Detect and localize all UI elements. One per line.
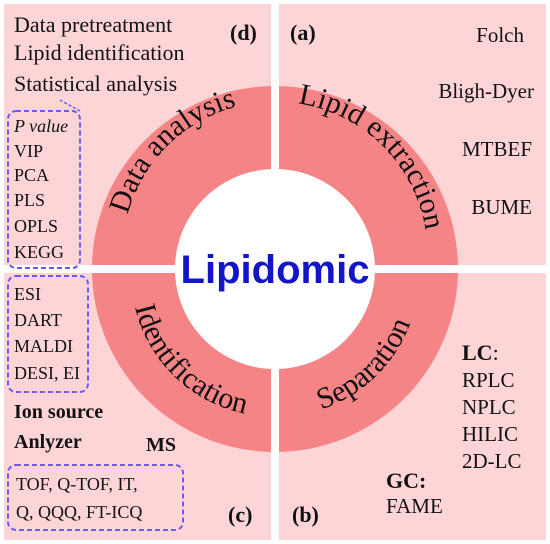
statistics-methods-box [7, 110, 81, 269]
lc-heading: LC: [462, 340, 499, 365]
method-bligh-dyer: Bligh-Dyer [438, 79, 534, 103]
analyzer-line-2: Q, QQQ, FT-ICQ [16, 502, 142, 522]
quadrant-b-tag: (b) [292, 502, 319, 527]
analyzer-box [7, 464, 184, 531]
method-opls: OPLS [14, 216, 58, 236]
ion-esi: ESI [14, 284, 41, 304]
center-title: Lipidomic [181, 248, 370, 292]
ion-source-list: ESI DART MALDI DESI, EI [14, 284, 80, 383]
ion-desi-ei: DESI, EI [14, 363, 80, 383]
ion-source-box [7, 275, 89, 393]
method-vip: VIP [14, 141, 43, 161]
analyzer-label: Anlyzer [14, 431, 82, 453]
lc-hilic: HILIC [462, 422, 518, 446]
method-mtbef: MTBEF [462, 137, 532, 161]
statistical-analysis-text: Statistical analysis [14, 71, 177, 96]
ion-maldi: MALDI [14, 336, 73, 356]
ring-divider-horizontal [90, 265, 460, 273]
statistics-methods-list: P value VIP PCA PLS OPLS KEGG [13, 116, 73, 262]
lipid-identification-text: Lipid identification [14, 40, 184, 65]
quadrant-d-tag: (d) [230, 20, 257, 45]
analyzer-line-1: TOF, Q-TOF, IT, [16, 474, 138, 494]
statistics-connector-line [59, 99, 81, 112]
gc-label: GC: [386, 468, 426, 493]
method-bume: BUME [471, 195, 532, 219]
lc-methods-list: RPLC NPLC HILIC 2D-LC [462, 368, 523, 473]
analyzer-list: TOF, Q-TOF, IT, Q, QQQ, FT-ICQ [16, 474, 142, 522]
quadrant-a-tag: (a) [290, 20, 316, 45]
lc-label: LC [462, 340, 493, 365]
lc-rplc: RPLC [462, 368, 515, 392]
gc-fame: FAME [386, 494, 443, 518]
method-kegg: KEGG [14, 242, 64, 262]
lc-2d-lc: 2D-LC [462, 449, 522, 473]
ion-dart: DART [14, 310, 62, 330]
method-pls: PLS [14, 190, 45, 210]
method-folch: Folch [476, 23, 524, 47]
lc-colon: : [493, 340, 499, 365]
method-pca: PCA [14, 165, 49, 185]
ms-label: MS [146, 434, 176, 456]
method-p-value: P value [13, 116, 68, 136]
lc-nplc: NPLC [462, 395, 516, 419]
data-pretreatment-text: Data pretreatment [14, 12, 172, 37]
ion-source-label: Ion source [14, 401, 103, 423]
quadrant-c-tag: (c) [228, 502, 252, 527]
